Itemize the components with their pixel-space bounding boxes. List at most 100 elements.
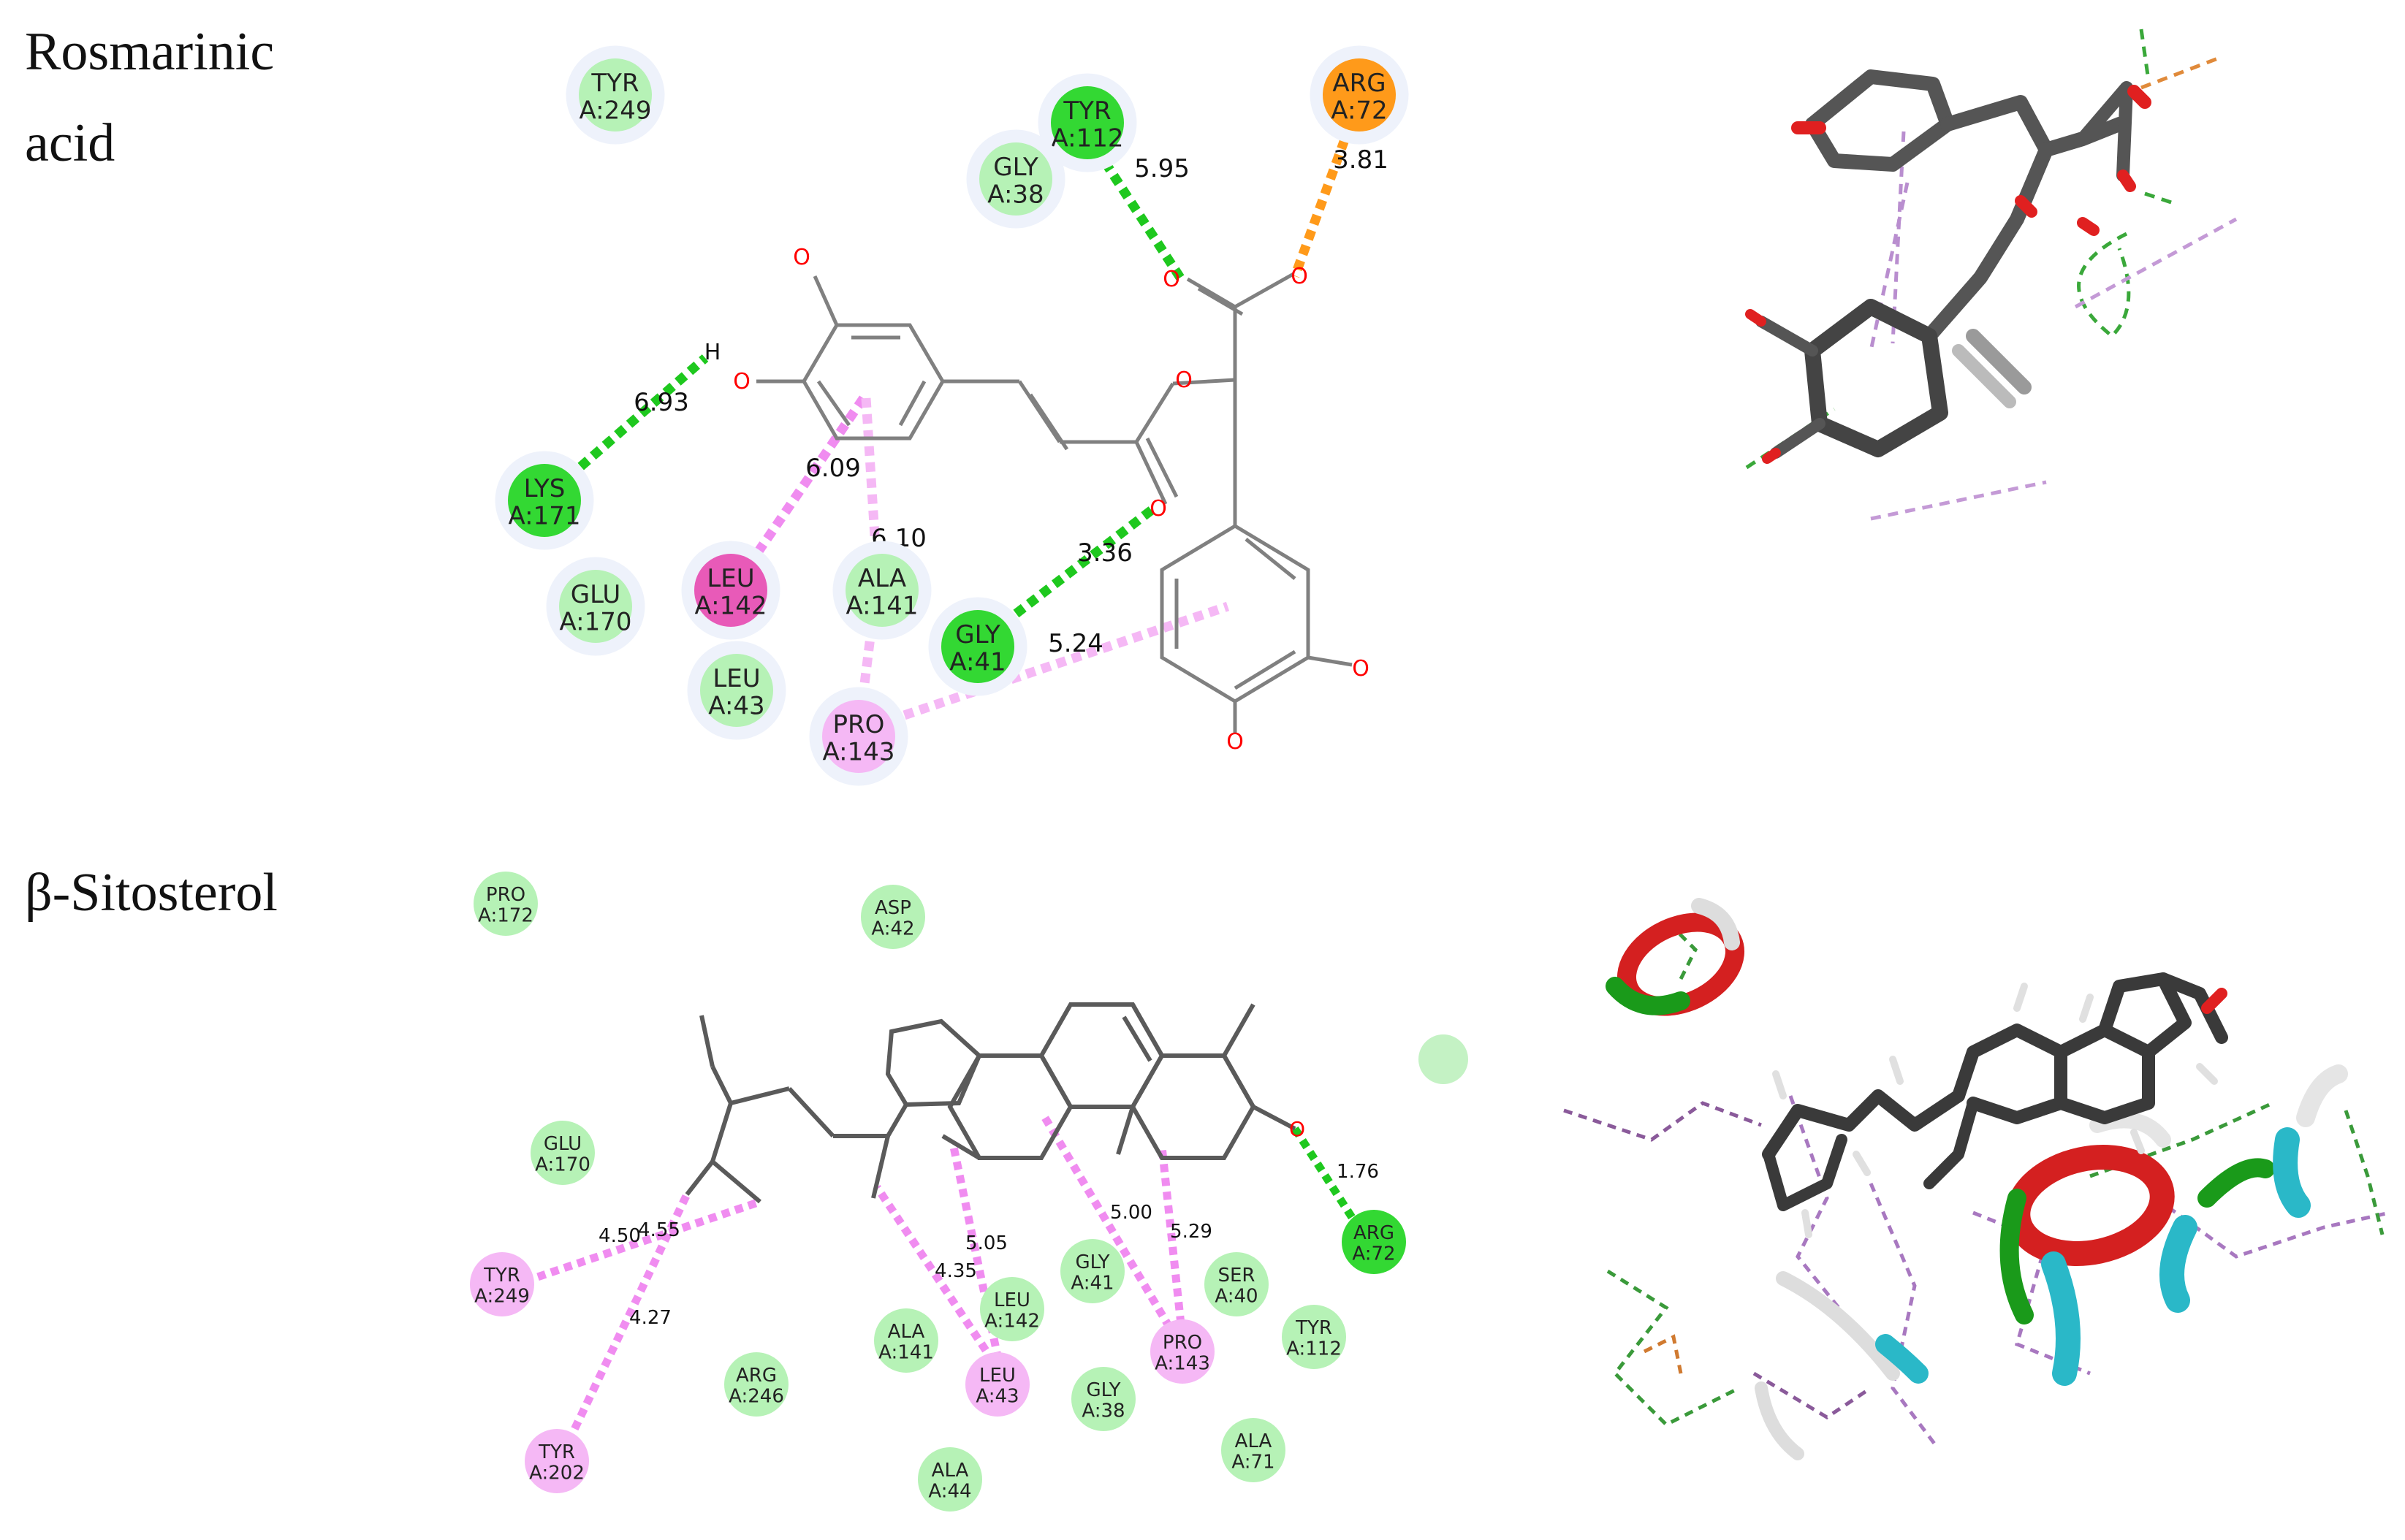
residue-name: LEU: [994, 1289, 1030, 1311]
residue-bubble: [559, 570, 632, 643]
residue-number: A:170: [535, 1154, 590, 1176]
alkyl-tyr202: [559, 1192, 691, 1456]
interaction-line: [1869, 1183, 1938, 1448]
hbond-tyr112: [1083, 132, 1185, 281]
residue-number: A:72: [1331, 96, 1387, 125]
residue-bubble: [1051, 86, 1124, 159]
interaction-line: [2144, 191, 2178, 207]
distance-label: 4.35: [935, 1260, 977, 1282]
residue-name: TYR: [1063, 96, 1111, 126]
residue-bubble: [941, 610, 1014, 683]
alkyl-pro143: [856, 601, 1230, 736]
distance-label: 4.27: [629, 1307, 672, 1329]
residue-bubble: [861, 885, 925, 949]
residue-number: A:141: [878, 1342, 934, 1364]
residue-name: GLU: [544, 1133, 582, 1155]
distance-label: 1.76: [1337, 1161, 1379, 1183]
protein-ribbons: [1606, 898, 2348, 1460]
residue-bubble: [1150, 1319, 1215, 1384]
oxygen-atom: O: [1175, 367, 1193, 393]
residue-number: A:112: [1286, 1338, 1342, 1360]
residue-name: LEU: [979, 1365, 1016, 1387]
residue-bubble: [1323, 58, 1396, 131]
distance-label: 6.09: [805, 454, 861, 483]
distance-label: 5.29: [1170, 1221, 1212, 1243]
residue-bubble: [724, 1352, 789, 1417]
residue-name: ARG: [1353, 1222, 1394, 1244]
residue-number: A:246: [729, 1386, 784, 1408]
sitosterol-molecule: [685, 1002, 1296, 1204]
distance-label: 5.05: [965, 1232, 1008, 1254]
catechol-ring-a: [802, 323, 945, 441]
interaction-line: [2140, 56, 2219, 90]
residue-bubble: [1060, 1239, 1125, 1303]
interaction-line: [1563, 1101, 1762, 1142]
distance-label: 4.55: [638, 1219, 680, 1241]
residue-name: PRO: [486, 884, 525, 906]
residue-name: PRO: [833, 710, 885, 739]
residue-number: A:44: [928, 1481, 971, 1503]
residue-number: A:249: [579, 96, 651, 125]
residue-bubble: [918, 1447, 982, 1512]
residue-name: TYR: [1295, 1317, 1332, 1339]
residue-bubble: [531, 1121, 595, 1185]
sitosterol-label: β-Sitosterol: [25, 863, 278, 923]
ring-a-o-bond: [813, 275, 839, 327]
residue-number: A:170: [559, 607, 631, 636]
residue-number: A:202: [529, 1463, 585, 1484]
residue-number: A:112: [1051, 123, 1123, 153]
partial-residue-bubble: [1418, 1034, 1468, 1084]
rosmarinic-2d-diagram: O O H O O O O O O 5.95 3.81 6.93 6.09 6.…: [495, 45, 1409, 786]
residue-name: SER: [1218, 1265, 1255, 1286]
oxygen-atom: O: [1226, 729, 1244, 755]
residue-name: LEU: [713, 664, 760, 693]
distance-label: 6.93: [634, 388, 689, 417]
rosmarinic-label-line1: Rosmarinic: [25, 22, 274, 82]
residue-number: A:172: [478, 905, 533, 927]
residue-bubble: [700, 654, 773, 727]
sitosterol-distances: 4.50 4.55 4.27 5.05 4.35 5.00 5.29 1.76: [599, 1161, 1379, 1329]
residue-name: ALA: [1235, 1430, 1272, 1452]
residue-bubble: [980, 1277, 1044, 1341]
alkyl-leu43: [873, 1184, 1005, 1376]
residue-number: A:72: [1352, 1243, 1395, 1265]
residue-number: A:42: [871, 918, 914, 940]
oxygen-atom: O: [1150, 496, 1167, 522]
residue-name: ARG: [1332, 69, 1386, 98]
interaction-line: [2077, 232, 2131, 339]
residue-number: A:43: [976, 1386, 1019, 1408]
sitosterol-3d-pose: [1563, 898, 2390, 1460]
rosmarinic-label-line2: acid: [25, 113, 115, 173]
rosmarinic-atoms: O O H O O O O O O: [704, 245, 1369, 755]
residue-bubble: [1221, 1418, 1285, 1482]
oxygen-atom: O: [733, 369, 751, 394]
residue-name: ALA: [932, 1460, 969, 1482]
alkyl-pro143-b: [1158, 1146, 1188, 1352]
residue-number: A:249: [474, 1286, 530, 1308]
residue-name: PRO: [1163, 1332, 1202, 1354]
rosmarinic-3d-pose: [1745, 28, 2238, 521]
ligand-sticks: [1745, 69, 2151, 464]
rosmarinic-molecule: [756, 272, 1353, 734]
residue-number: A:71: [1231, 1452, 1274, 1474]
pi-ala141: [861, 397, 882, 571]
interaction-line: [1870, 480, 2047, 521]
sitosterol-2d-diagram: O 4.50 4.55 4.27 5.05 4.35 5.00 5.29 1.7…: [470, 872, 1468, 1512]
residue-bubble: [579, 58, 652, 131]
residue-bubble: [1342, 1210, 1406, 1274]
